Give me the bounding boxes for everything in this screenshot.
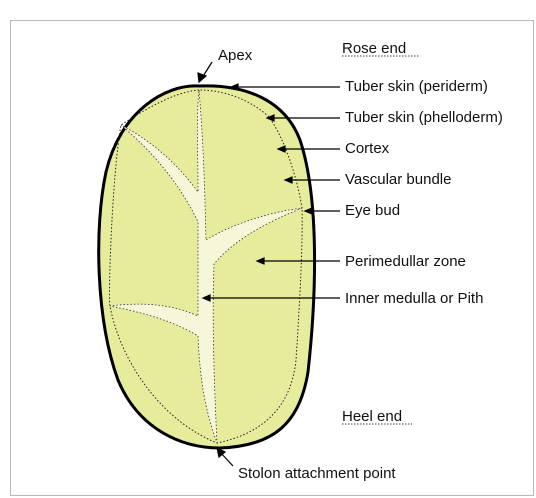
cortex-label: Cortex	[345, 140, 390, 157]
phelloderm-label: Tuber skin (phelloderm)	[345, 109, 503, 126]
periderm-label: Tuber skin (periderm)	[345, 78, 488, 95]
pith-label: Inner medulla or Pith	[345, 290, 483, 307]
heel-end-label: Heel end	[342, 408, 402, 425]
stolon-label: Stolon attachment point	[238, 465, 396, 482]
vascular-bundle-label: Vascular bundle	[345, 171, 451, 188]
apex-label: Apex	[218, 47, 253, 64]
perimedullar-zone-label: Perimedullar zone	[345, 253, 466, 270]
rose-end-label: Rose end	[342, 40, 406, 57]
eye-bud-label: Eye bud	[345, 202, 400, 219]
